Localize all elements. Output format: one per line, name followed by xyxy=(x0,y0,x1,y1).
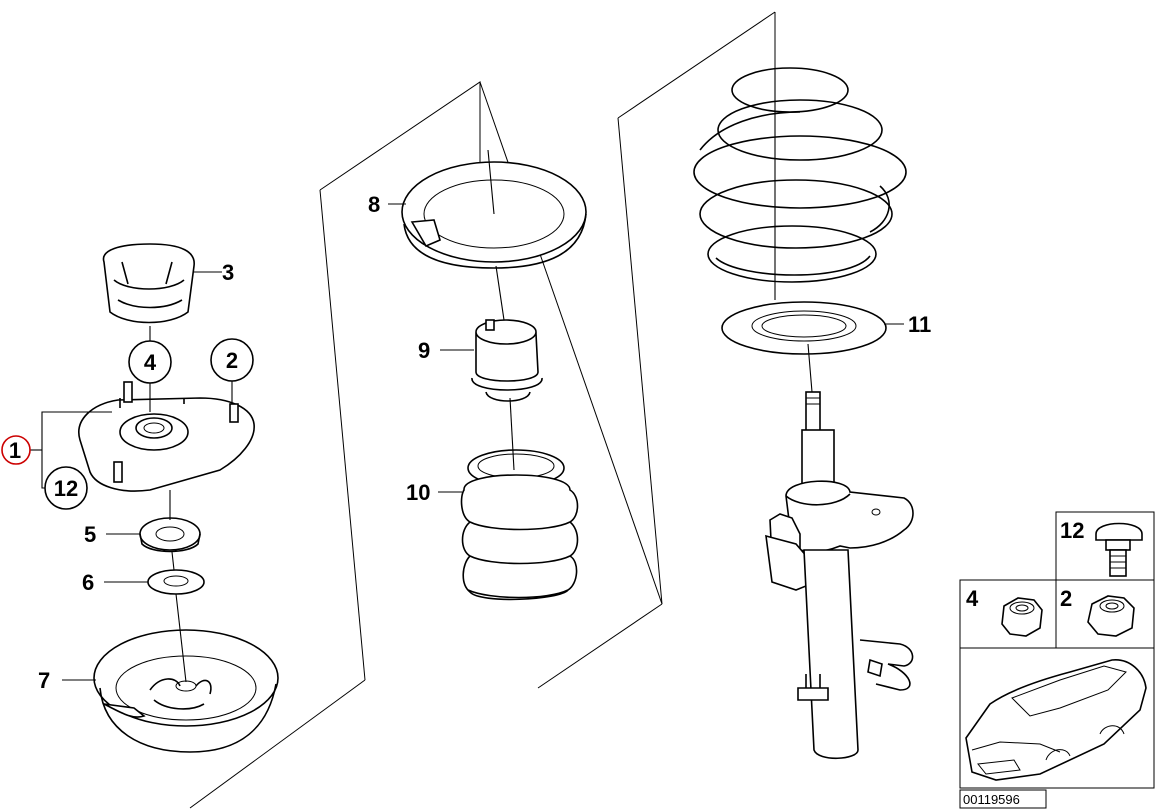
svg-text:2: 2 xyxy=(226,348,238,373)
legend-item-2-nut[interactable]: 2 xyxy=(1060,586,1135,637)
svg-text:12: 12 xyxy=(1060,518,1084,543)
group-frame-right xyxy=(617,11,776,605)
coil-spring[interactable] xyxy=(693,67,907,300)
reference-number: 00119596 xyxy=(963,792,1020,807)
svg-text:2: 2 xyxy=(1060,586,1072,611)
part-5-bearing[interactable] xyxy=(106,490,201,553)
callout-7: 7 xyxy=(38,668,50,693)
legend-item-12-bolt[interactable]: 12 xyxy=(1060,518,1143,577)
car-illustration xyxy=(965,659,1147,781)
callout-1-circle-selected[interactable]: 1 xyxy=(1,435,31,465)
part-10-dust-boot[interactable] xyxy=(438,397,579,601)
callout-4-circle[interactable]: 4 xyxy=(128,340,172,384)
svg-text:4: 4 xyxy=(144,350,157,375)
svg-text:4: 4 xyxy=(966,586,979,611)
part-7-spring-seat[interactable] xyxy=(62,593,279,753)
callout-5: 5 xyxy=(84,522,96,547)
callout-3: 3 xyxy=(222,260,234,285)
part-1-strut-mount[interactable] xyxy=(78,378,255,492)
callout-12-circle[interactable]: 12 xyxy=(44,466,88,510)
part-6-washer[interactable] xyxy=(104,551,205,595)
callout-6: 6 xyxy=(82,570,94,595)
part-8-spring-pad[interactable] xyxy=(388,149,587,269)
callout-8: 8 xyxy=(368,192,380,217)
part-9-bump-stop[interactable] xyxy=(440,265,543,402)
reference-number-box: 00119596 xyxy=(959,789,1047,809)
svg-text:12: 12 xyxy=(54,476,78,501)
callout-11: 11 xyxy=(908,312,931,337)
callout-2-circle[interactable]: 2 xyxy=(210,338,254,382)
part-11-lower-pad[interactable] xyxy=(721,301,904,393)
callout-10: 10 xyxy=(406,480,430,505)
part-3-cap[interactable] xyxy=(102,243,222,342)
legend-panel xyxy=(959,511,1155,789)
svg-text:1: 1 xyxy=(9,438,21,463)
strut-damper[interactable] xyxy=(765,391,914,760)
legend-item-4-nut[interactable]: 4 xyxy=(966,586,1043,637)
svg-text:3: 3 xyxy=(222,260,234,285)
callout-9: 9 xyxy=(418,338,430,363)
